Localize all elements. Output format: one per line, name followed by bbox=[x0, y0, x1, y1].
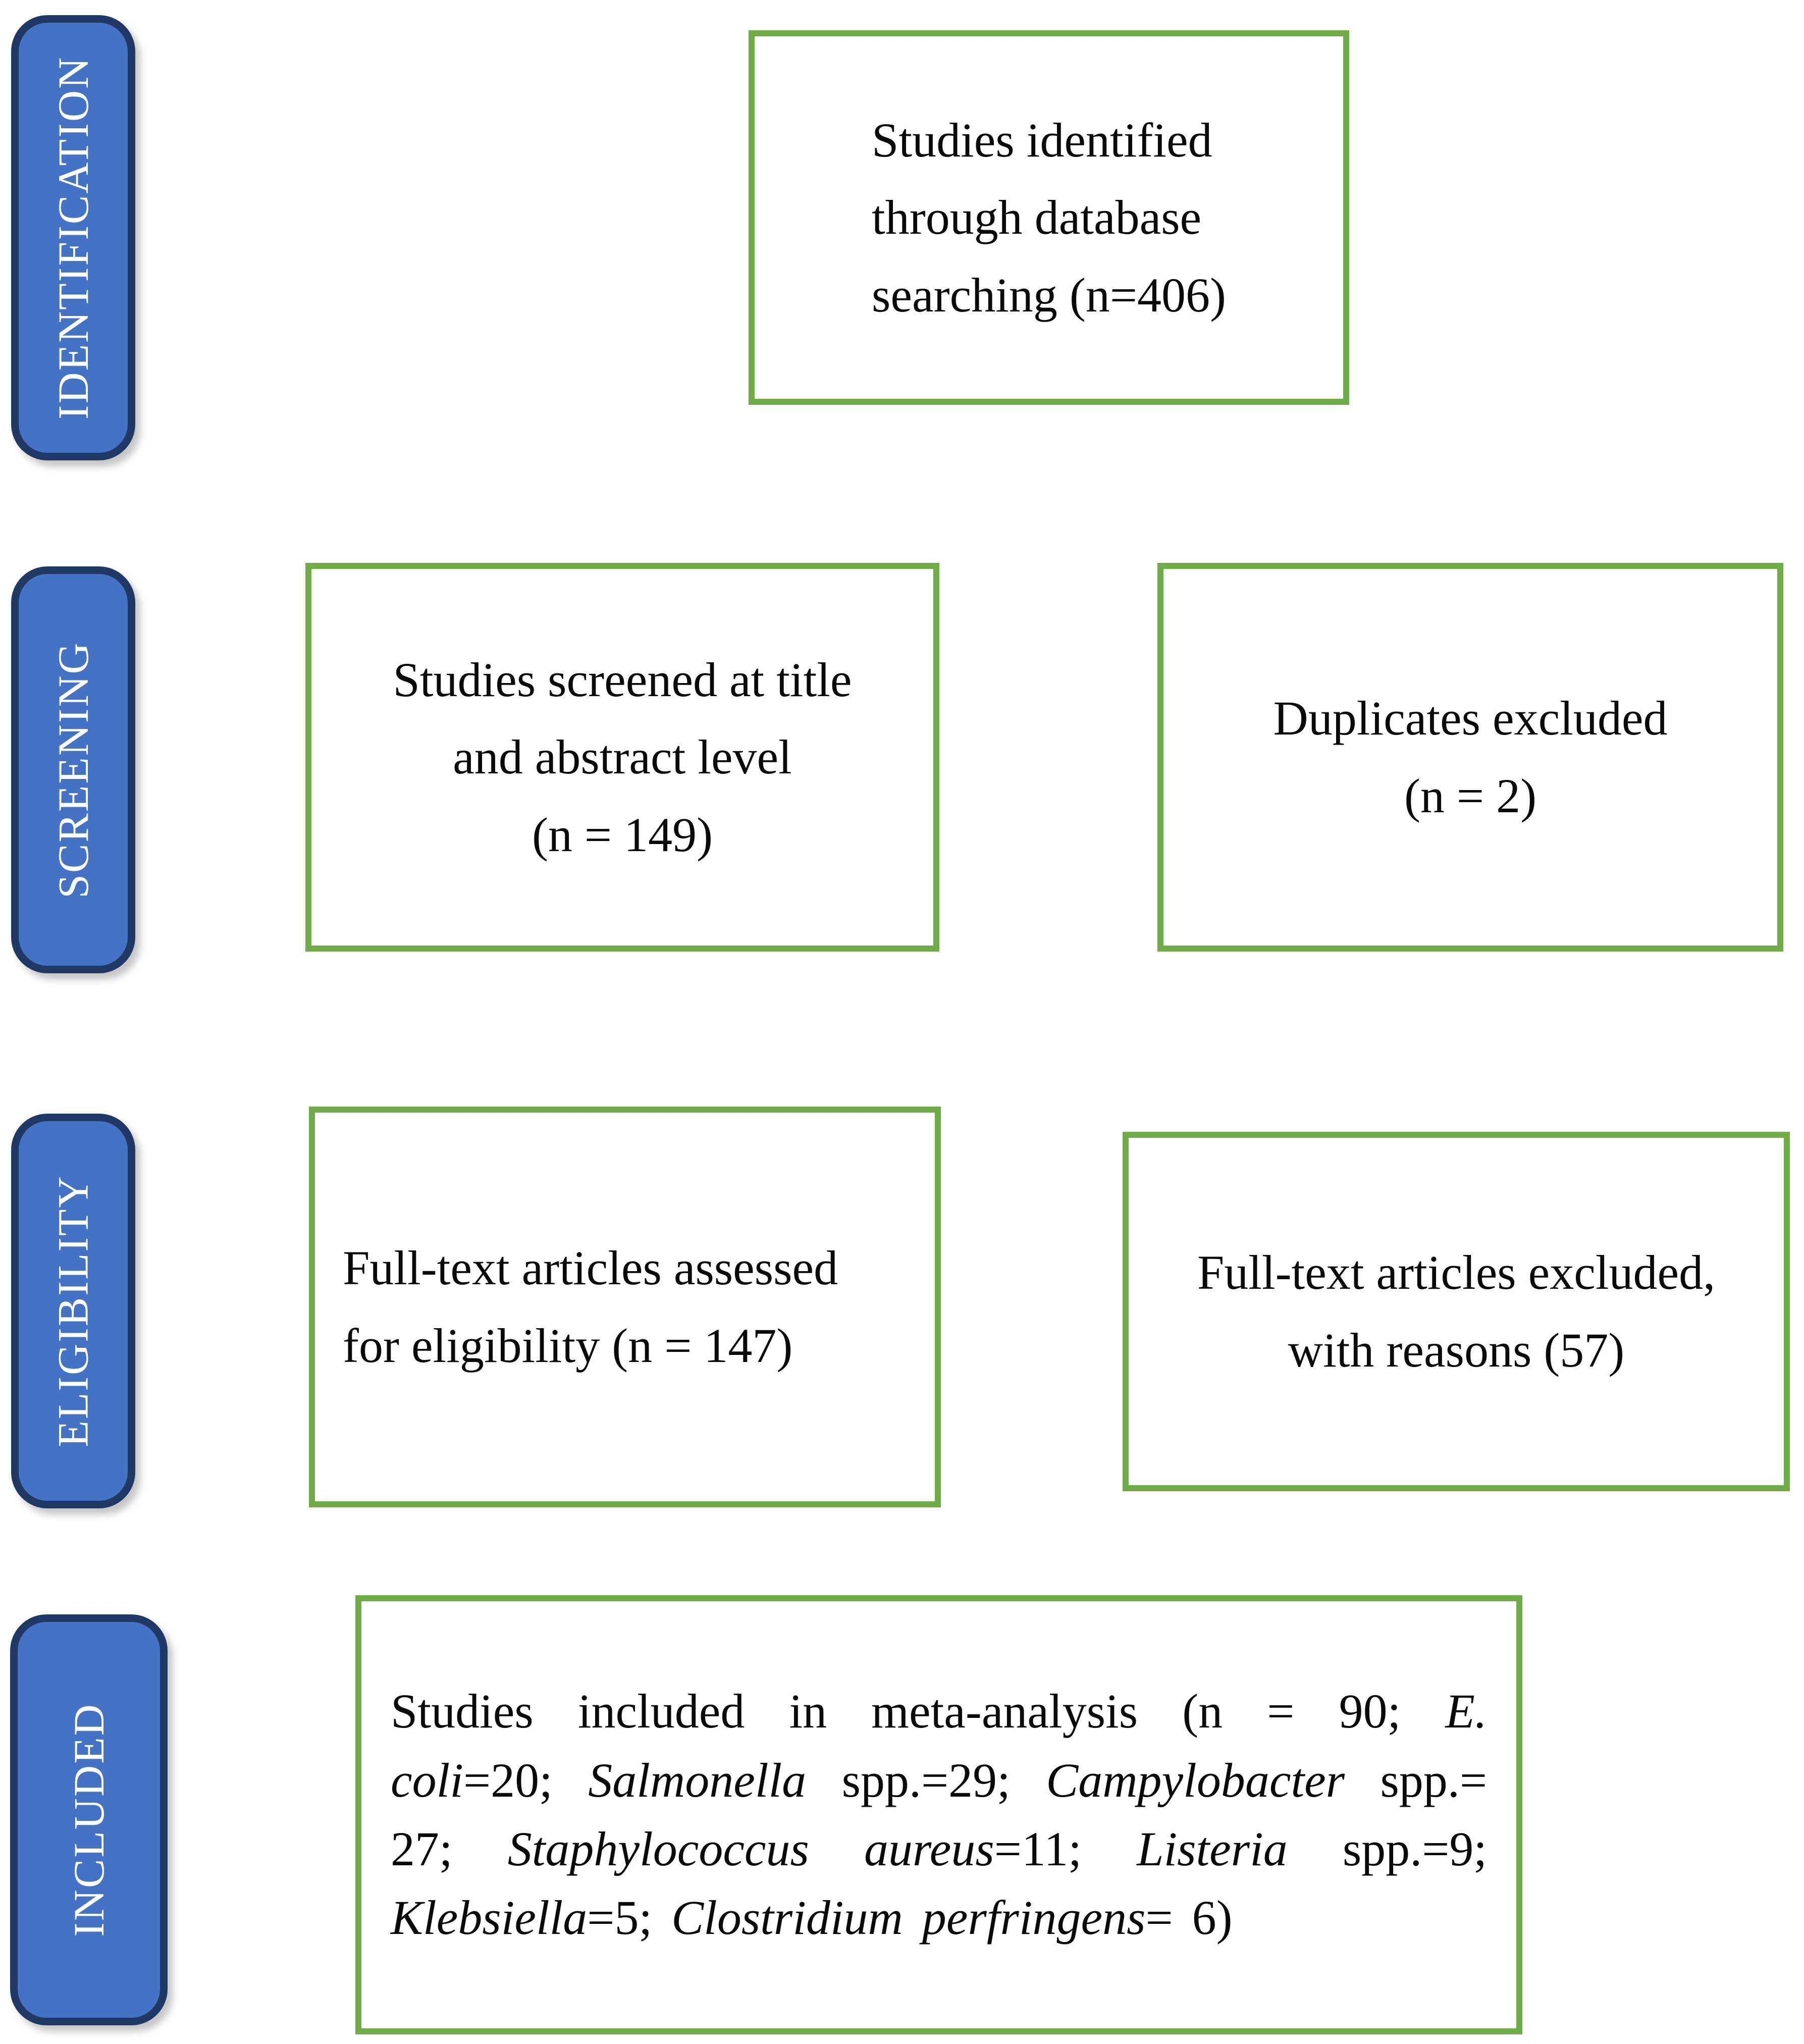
stage-band-screening: SCREENING bbox=[11, 566, 135, 973]
box-fulltext-assessed-text: Full-text articles assessed for eligibil… bbox=[343, 1241, 838, 1373]
stage-label-screening: SCREENING bbox=[49, 641, 98, 899]
box-fulltext-excluded-text: Full-text articles excluded, with reason… bbox=[1197, 1245, 1716, 1377]
stage-band-identification: IDENTIFICATION bbox=[11, 15, 135, 460]
box-fulltext-excluded: Full-text articles excluded, with reason… bbox=[1123, 1132, 1790, 1491]
stage-label-eligibility: ELIGIBILITY bbox=[49, 1175, 98, 1447]
box-studies-screened: Studies screened at title and abstract l… bbox=[305, 563, 939, 952]
stage-band-eligibility: ELIGIBILITY bbox=[11, 1114, 135, 1508]
box-studies-screened-text: Studies screened at title and abstract l… bbox=[393, 652, 852, 862]
box-studies-identified: Studies identified through database sear… bbox=[749, 30, 1349, 405]
box-studies-identified-text: Studies identified through database sear… bbox=[872, 113, 1226, 322]
box-studies-included-text: Studies included in meta-analysis (n = 9… bbox=[391, 1684, 1488, 1945]
box-fulltext-assessed: Full-text articles assessed for eligibil… bbox=[309, 1107, 941, 1507]
stage-label-identification: IDENTIFICATION bbox=[49, 56, 97, 420]
box-studies-included: Studies included in meta-analysis (n = 9… bbox=[355, 1595, 1522, 2034]
box-duplicates-excluded-text: Duplicates excluded (n = 2) bbox=[1273, 691, 1668, 823]
stage-band-included: INCLUDED bbox=[10, 1614, 168, 2025]
stage-label-included: INCLUDED bbox=[65, 1703, 113, 1937]
box-duplicates-excluded: Duplicates excluded (n = 2) bbox=[1157, 563, 1783, 952]
